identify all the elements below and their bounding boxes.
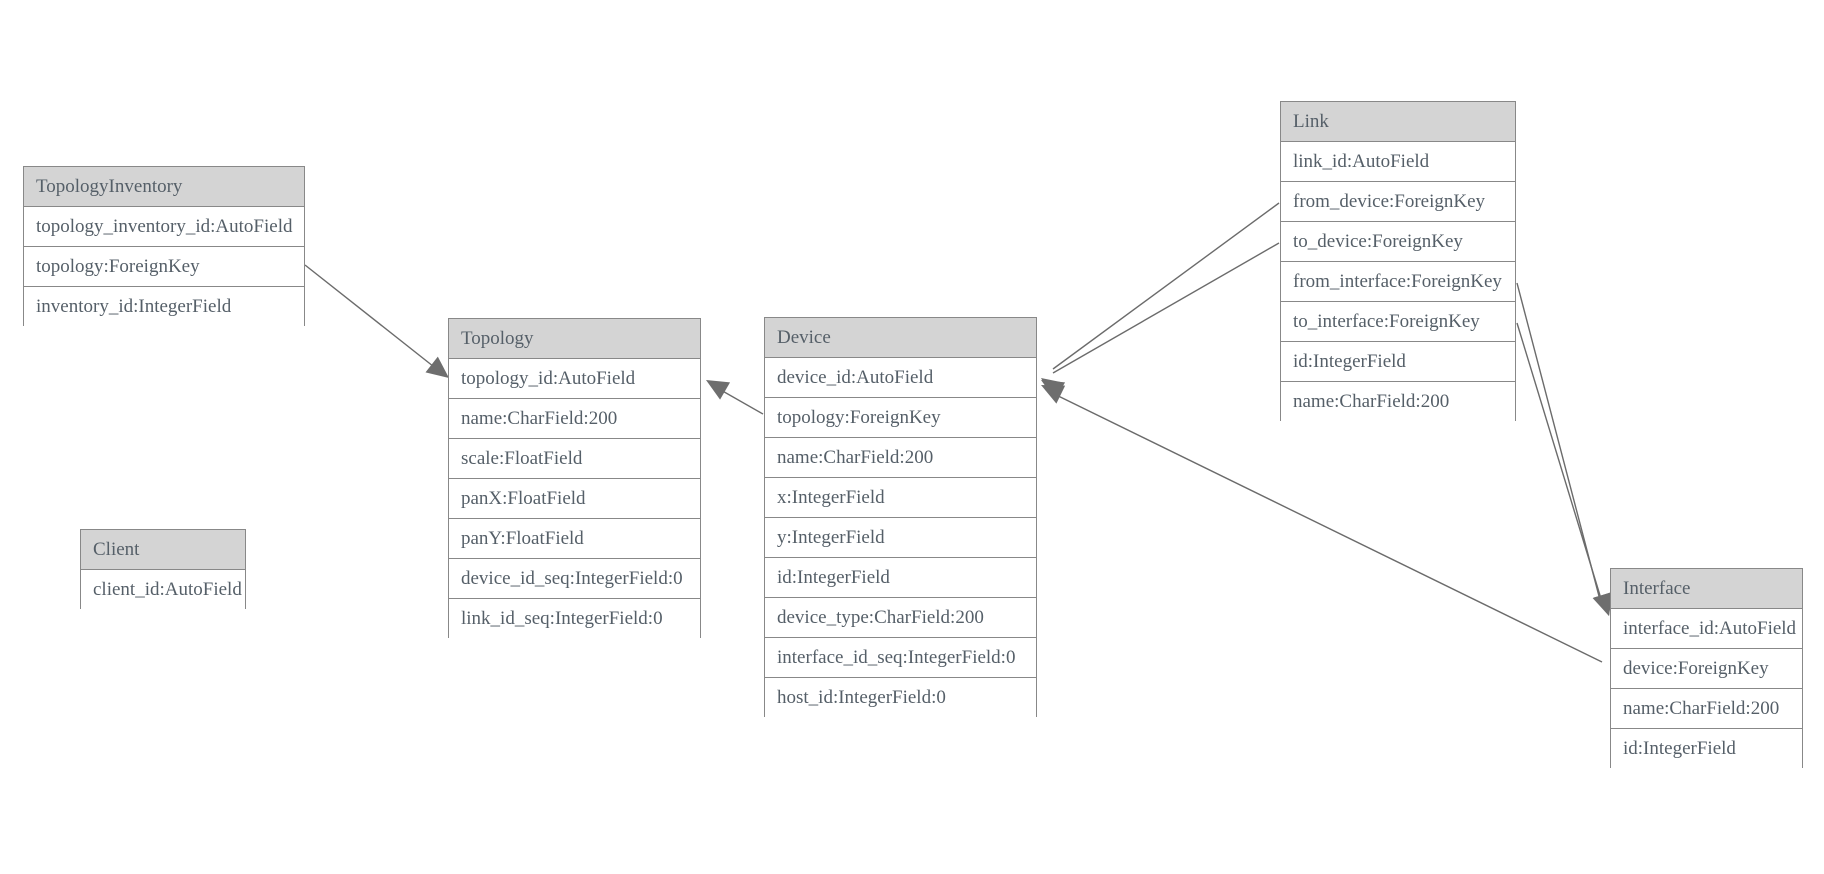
arrowhead-icon xyxy=(1041,385,1066,404)
entity-title-client: Client xyxy=(81,530,245,570)
entity-field[interactable]: link_id_seq:IntegerField:0 xyxy=(449,599,700,639)
relationship-line xyxy=(711,384,764,415)
relationship-device-to-topology xyxy=(706,380,764,415)
entity-field[interactable]: client_id:AutoField xyxy=(81,570,245,610)
entity-field[interactable]: from_interface:ForeignKey xyxy=(1281,262,1515,302)
entity-field[interactable]: panY:FloatField xyxy=(449,519,700,559)
entity-title-link: Link xyxy=(1281,102,1515,142)
entity-field[interactable]: name:CharField:200 xyxy=(765,438,1036,478)
entity-field[interactable]: device:ForeignKey xyxy=(1611,649,1802,689)
entity-field[interactable]: to_interface:ForeignKey xyxy=(1281,302,1515,342)
entity-field[interactable]: topology_inventory_id:AutoField xyxy=(24,207,304,247)
relationship-link-to-interface-to-interface xyxy=(1516,322,1612,616)
entity-field[interactable]: x:IntegerField xyxy=(765,478,1036,518)
entity-field[interactable]: topology:ForeignKey xyxy=(24,247,304,287)
entity-field[interactable]: inventory_id:IntegerField xyxy=(24,287,304,327)
entity-title-device: Device xyxy=(765,318,1036,358)
entity-field[interactable]: scale:FloatField xyxy=(449,439,700,479)
entity-field[interactable]: device_id_seq:IntegerField:0 xyxy=(449,559,700,599)
entity-field[interactable]: name:CharField:200 xyxy=(1281,382,1515,422)
entity-field[interactable]: y:IntegerField xyxy=(765,518,1036,558)
entity-title-interface: Interface xyxy=(1611,569,1802,609)
entity-field-list-client: client_id:AutoField xyxy=(81,570,245,610)
entity-title-topology_inventory: TopologyInventory xyxy=(24,167,304,207)
entity-field[interactable]: interface_id_seq:IntegerField:0 xyxy=(765,638,1036,678)
relationship-link-to-device-to-device xyxy=(1041,242,1280,400)
entity-field[interactable]: name:CharField:200 xyxy=(449,399,700,439)
entity-field[interactable]: id:IntegerField xyxy=(765,558,1036,598)
arrowhead-icon xyxy=(1041,380,1066,400)
entity-field[interactable]: name:CharField:200 xyxy=(1611,689,1802,729)
relationship-line xyxy=(1516,322,1603,603)
entity-field[interactable]: panX:FloatField xyxy=(449,479,700,519)
arrowhead-icon xyxy=(706,380,731,400)
relationship-line xyxy=(1045,389,1603,663)
entity-field[interactable]: to_device:ForeignKey xyxy=(1281,222,1515,262)
entity-field[interactable]: topology_id:AutoField xyxy=(449,359,700,399)
relationship-line xyxy=(1516,282,1601,601)
entity-field[interactable]: id:IntegerField xyxy=(1611,729,1802,769)
entity-title-topology: Topology xyxy=(449,319,700,359)
entity-field[interactable]: host_id:IntegerField:0 xyxy=(765,678,1036,718)
entity-field[interactable]: topology:ForeignKey xyxy=(765,398,1036,438)
entity-field[interactable]: interface_id:AutoField xyxy=(1611,609,1802,649)
entity-field[interactable]: device_type:CharField:200 xyxy=(765,598,1036,638)
entity-field[interactable]: id:IntegerField xyxy=(1281,342,1515,382)
relationship-line xyxy=(304,264,444,375)
relationship-link-from-device-to-device xyxy=(1041,202,1280,400)
entity-field[interactable]: from_device:ForeignKey xyxy=(1281,182,1515,222)
relationship-line xyxy=(1052,242,1280,374)
entity-field[interactable]: link_id:AutoField xyxy=(1281,142,1515,182)
relationship-link-from-interface-to-interface xyxy=(1516,282,1613,616)
entity-field[interactable]: device_id:AutoField xyxy=(765,358,1036,398)
arrowhead-icon xyxy=(1041,378,1065,400)
relationship-line xyxy=(1052,202,1280,370)
relationship-topologyinventory-to-topology xyxy=(304,264,449,378)
